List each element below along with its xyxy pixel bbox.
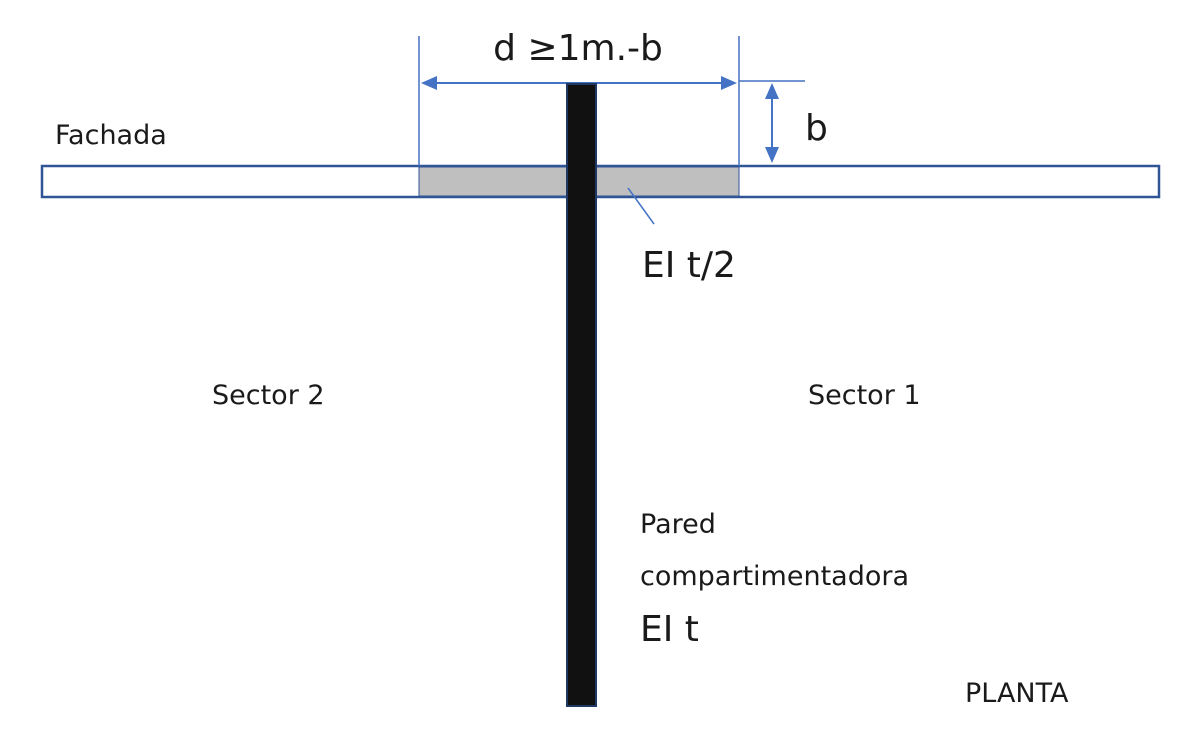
sector-left-label: Sector 2	[212, 380, 325, 411]
dimension-d-label: d ≥1m.-b	[493, 28, 663, 69]
sector-right-label: Sector 1	[808, 380, 921, 411]
dimension-line-b	[765, 83, 779, 163]
compartment-wall	[566, 83, 597, 707]
facade-label: Fachada	[55, 120, 167, 151]
wall-label-line1: Pared	[640, 509, 716, 540]
dimension-b-label: b	[805, 108, 828, 149]
strip-rating-label: EI t/2	[642, 245, 736, 286]
view-label: PLANTA	[965, 678, 1069, 709]
wall-label-line2: compartimentadora	[640, 561, 909, 592]
strip-leader-line	[627, 187, 655, 225]
wall-rating-label: EI t	[640, 609, 699, 650]
